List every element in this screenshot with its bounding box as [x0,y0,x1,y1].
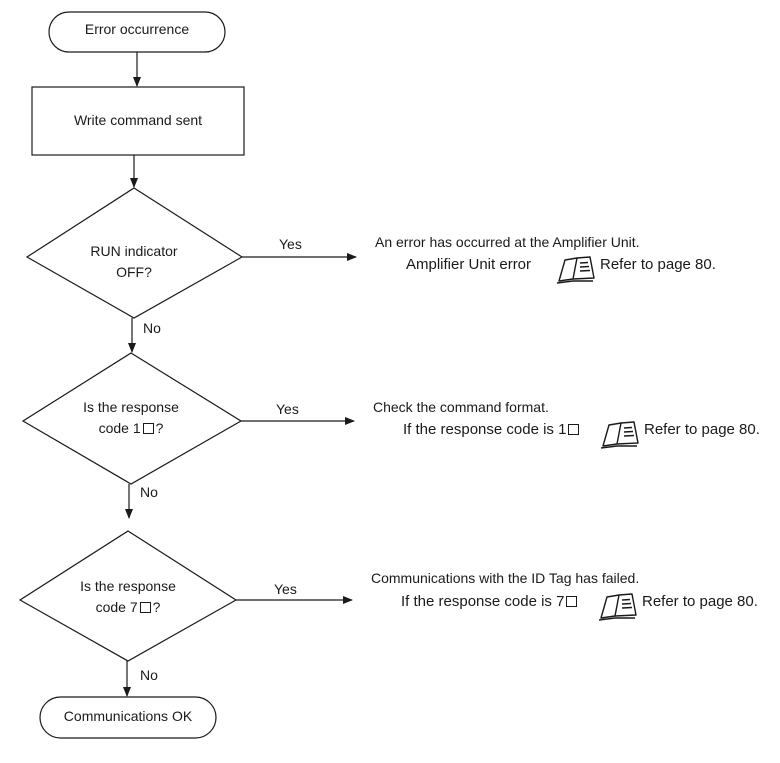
decision-2-no-label: No [140,484,158,500]
decision-1-line1: RUN indicator [90,243,178,259]
decision-2-yes-label: Yes [276,401,299,417]
decision-2-code: code 1 [98,420,141,436]
write-process-box [31,86,245,156]
start-label: Error occurrence [84,21,190,37]
decision-2-diamond [21,352,243,485]
manual-book-icon [598,593,637,621]
decision-2-line2: code 1? [51,418,211,439]
placeholder-box-icon [139,602,151,613]
decision-3-line1: Is the response [80,578,176,594]
manual-book-icon [556,256,595,284]
manual-book-icon [600,421,639,449]
outcome-2-detail-text: If the response code is 1 [403,421,567,438]
decision-3-yes-label: Yes [274,581,297,597]
decision-1-yes-label: Yes [279,236,302,252]
placeholder-box-icon [568,424,580,435]
outcome-1-reference: Refer to page 80. [600,256,716,273]
decision-2-line1: Is the response [83,399,179,415]
end-label: Communications OK [63,708,193,724]
decision-3-line2: code 7? [48,597,208,618]
write-label: Write command sent [73,112,203,128]
end-terminal [39,696,217,739]
placeholder-box-icon [142,423,154,434]
outcome-2-detail: If the response code is 1 [403,421,581,438]
placeholder-box-icon [566,596,578,607]
decision-3-label: Is the response code 7? [48,576,208,618]
outcome-3-reference: Refer to page 80. [642,593,758,610]
outcome-1-message: An error has occurred at the Amplifier U… [375,234,640,250]
outcome-3-detail: If the response code is 7 [401,593,579,610]
outcome-3-detail-text: If the response code is 7 [401,593,565,610]
outcome-1-detail: Amplifier Unit error [406,256,532,273]
decision-3-no-label: No [140,667,158,683]
decision-2-label: Is the response code 1? [51,397,211,439]
outcome-2-reference: Refer to page 80. [644,421,760,438]
decision-3-diamond [18,530,238,662]
decision-1-label: RUN indicator OFF? [54,241,214,283]
decision-3-question: ? [152,599,161,615]
decision-2-question: ? [155,420,164,436]
decision-3-code: code 7 [95,599,138,615]
outcome-2-message: Check the command format. [373,399,549,415]
outcome-3-message: Communications with the ID Tag has faile… [371,570,640,586]
decision-1-diamond [25,187,244,319]
decision-1-line2: OFF? [116,264,152,280]
decision-1-no-label: No [143,320,161,336]
